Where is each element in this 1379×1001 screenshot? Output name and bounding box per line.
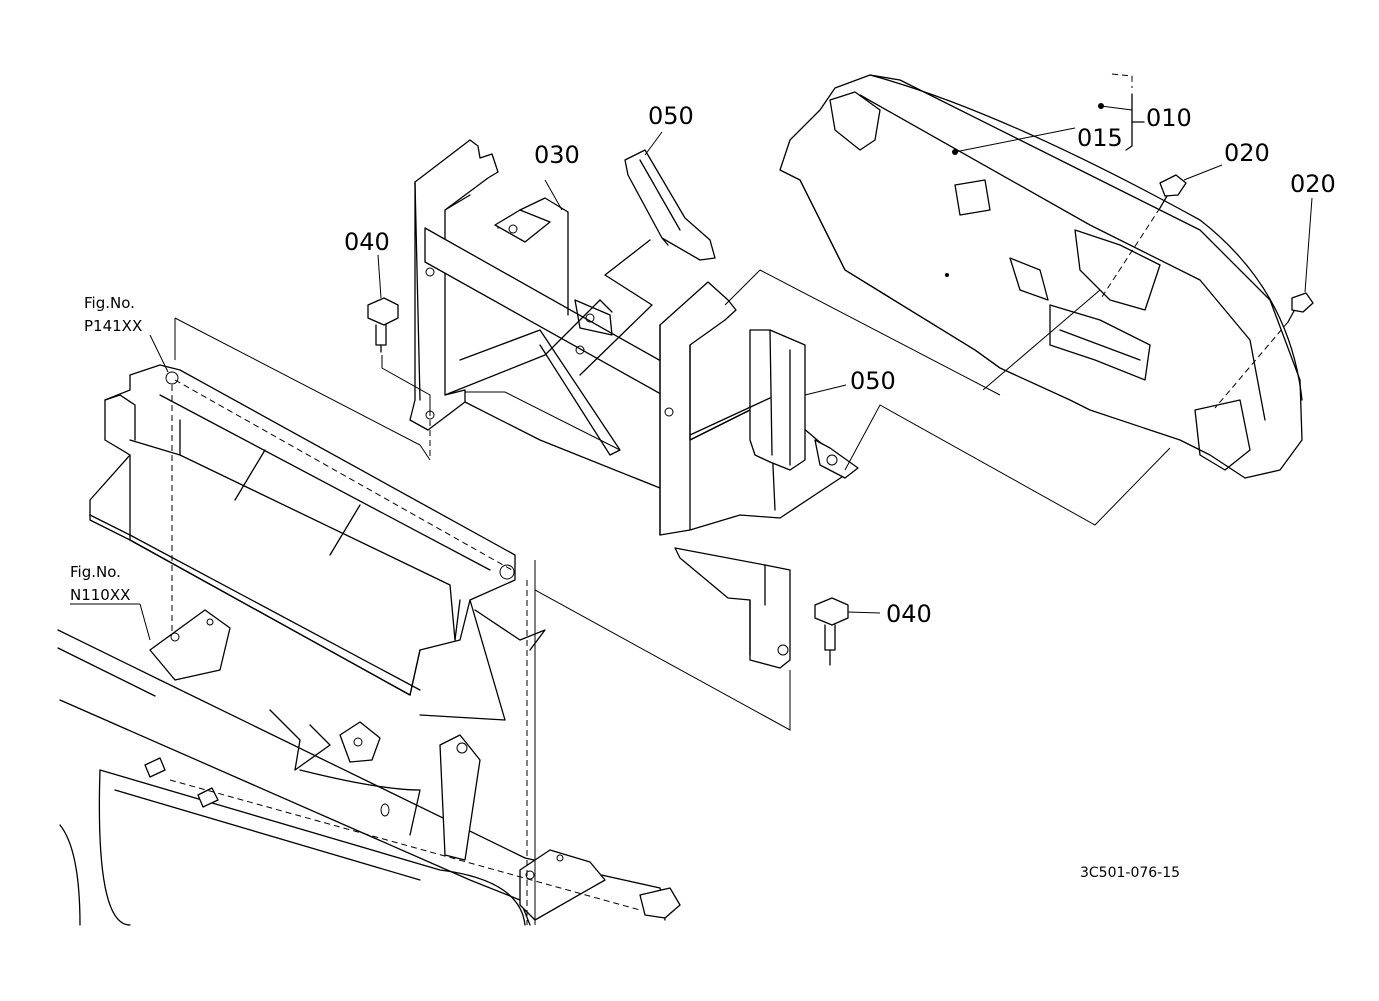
callout-015: 015 bbox=[1077, 124, 1123, 152]
clip-050-lower bbox=[689, 329, 847, 471]
fig-ref2-code: N110XX bbox=[70, 586, 130, 604]
fig-ref2-title: Fig.No. bbox=[70, 563, 121, 581]
figure-reference-n110xx: Fig.No. N110XX bbox=[70, 563, 151, 641]
figure-reference-p141xx: Fig.No. P141XX bbox=[84, 294, 169, 373]
callout-030: 030 bbox=[534, 141, 580, 169]
callout-bracket-010 bbox=[954, 73, 1145, 153]
callout-020-upper: 020 bbox=[1224, 139, 1270, 167]
screw-020-upper bbox=[1099, 164, 1223, 301]
callout-050-upper: 050 bbox=[648, 102, 694, 130]
callout-040-lower: 040 bbox=[886, 600, 932, 628]
lower-base bbox=[57, 560, 681, 926]
callout-020-lower: 020 bbox=[1290, 170, 1336, 198]
callout-010: 010 bbox=[1146, 104, 1192, 132]
fig-ref1-code: P141XX bbox=[84, 317, 142, 335]
meter-panel-assembly bbox=[779, 74, 1303, 479]
callout-040-upper: 040 bbox=[344, 228, 390, 256]
bolt-040-upper bbox=[367, 254, 431, 460]
callout-labels: 010 015 020 020 030 040 040 050 050 bbox=[344, 102, 1336, 628]
bolt-040-lower bbox=[814, 597, 881, 666]
fig-ref1-title: Fig.No. bbox=[84, 294, 135, 312]
screw-020-lower bbox=[1214, 197, 1314, 409]
duct-panel bbox=[89, 317, 546, 721]
clip-050-upper bbox=[579, 131, 716, 376]
drawing-code: 3C501-076-15 bbox=[1080, 865, 1180, 881]
callout-050-lower: 050 bbox=[850, 367, 896, 395]
main-bracket-030 bbox=[409, 139, 859, 669]
